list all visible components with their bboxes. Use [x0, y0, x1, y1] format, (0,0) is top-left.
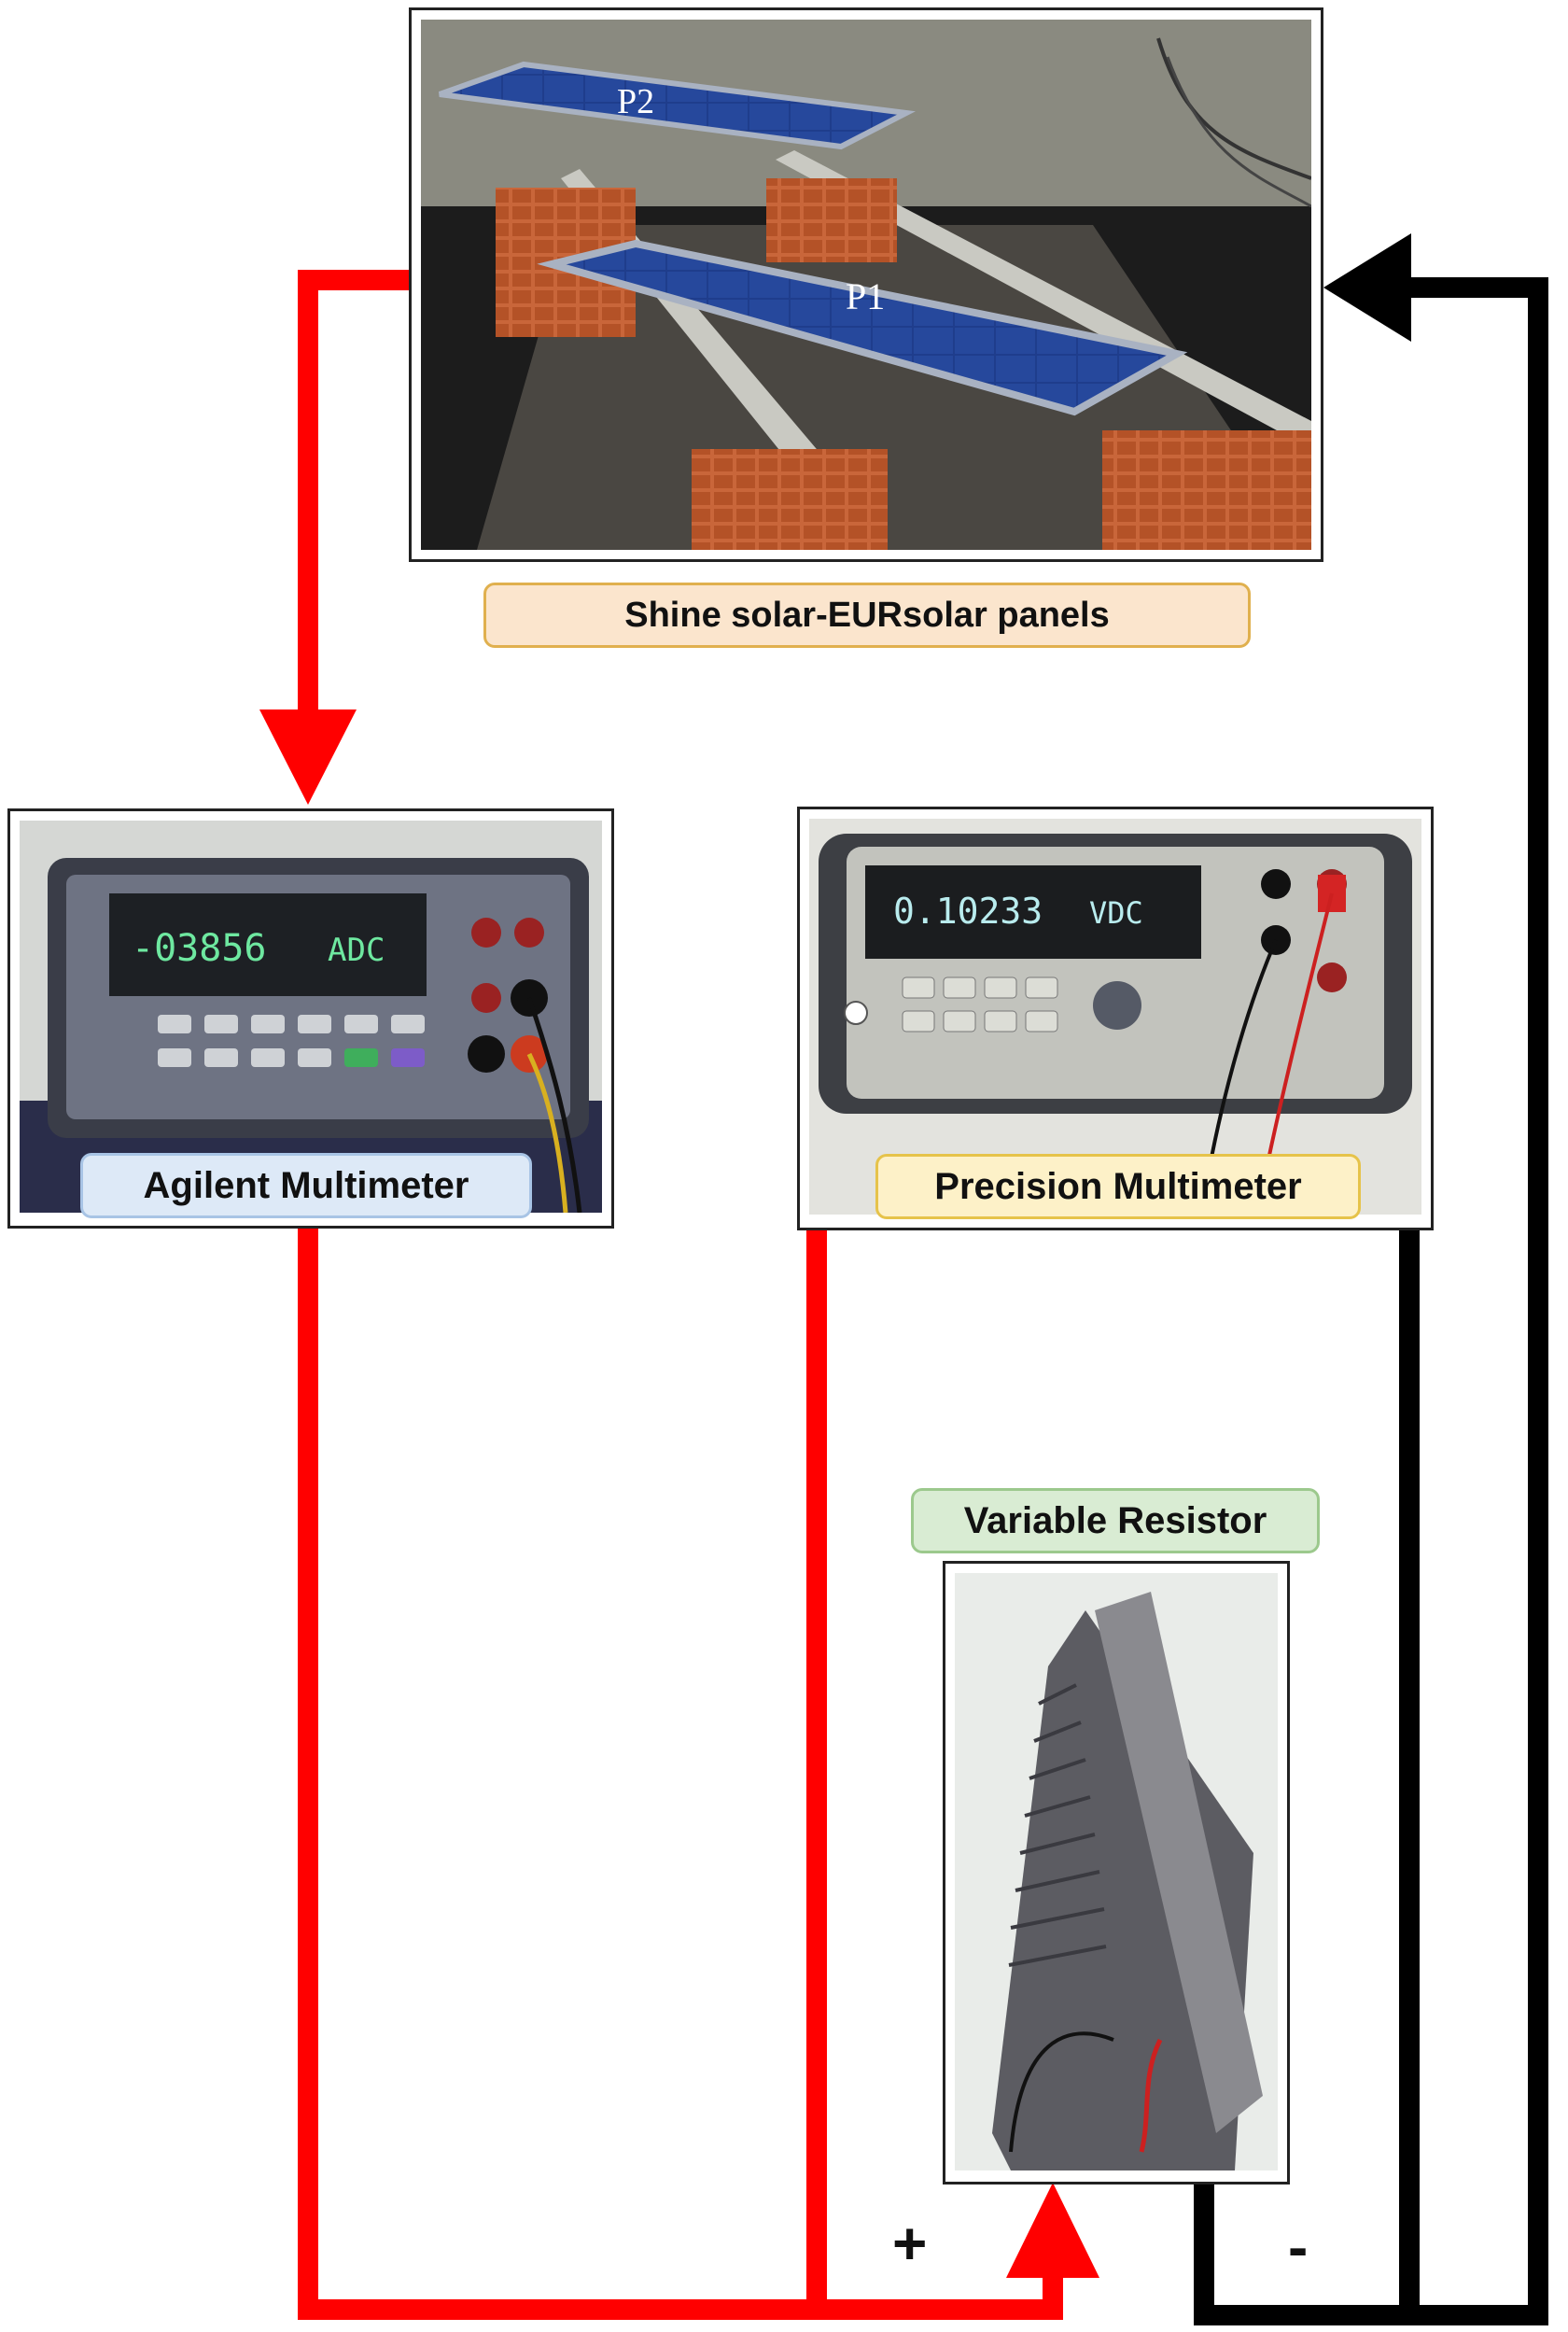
black-wire-resistor-to-panels	[1194, 277, 1548, 2325]
red-wire-panels-to-agilent	[298, 270, 411, 738]
solar-panels-illustration: P2 P1	[421, 20, 1311, 550]
precision-multimeter-illustration: 0.10233 VDC	[809, 819, 1421, 1215]
resistor-label: Variable Resistor	[911, 1488, 1320, 1553]
panel-p2	[438, 61, 916, 150]
precision-label: Precision Multimeter	[875, 1154, 1361, 1219]
agilent-label: Agilent Multimeter	[80, 1153, 532, 1218]
precision-reading: 0.10233	[893, 891, 1043, 932]
positive-terminal-sign: +	[892, 2210, 928, 2277]
panel-p2-tag: P2	[617, 82, 654, 121]
variable-resistor-photo	[943, 1561, 1290, 2184]
agilent-unit: ADC	[328, 932, 385, 969]
panel-p1-tag: P1	[846, 275, 885, 317]
panels-label: Shine solar-EURsolar panels	[483, 583, 1251, 648]
solar-panels-photo: P2 P1	[409, 7, 1323, 562]
negative-terminal-sign: -	[1288, 2213, 1309, 2281]
arrow-head-icon	[259, 709, 357, 805]
red-wire-agilent-to-resistor	[298, 1223, 1063, 2320]
arrow-head-icon	[1323, 233, 1411, 342]
precision-unit: VDC	[1089, 895, 1143, 931]
variable-resistor-illustration	[955, 1573, 1278, 2170]
agilent-reading: -03856	[132, 927, 267, 970]
arrow-head-icon	[1006, 2183, 1099, 2278]
